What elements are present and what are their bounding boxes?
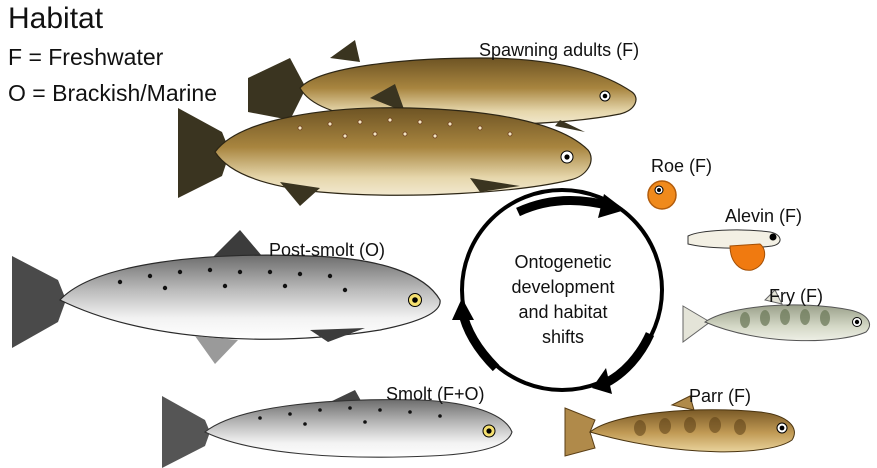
label-spawning-adults: Spawning adults (F) bbox=[479, 40, 639, 60]
cycle-center-text: Ontogenetic development and habitat shif… bbox=[498, 250, 628, 350]
label-post-smolt: Post-smolt (O) bbox=[269, 240, 385, 260]
label-fry: Fry (F) bbox=[769, 286, 823, 306]
label-alevin: Alevin (F) bbox=[725, 206, 802, 226]
label-parr: Parr (F) bbox=[689, 386, 751, 406]
roe-egg bbox=[648, 181, 676, 209]
parr-juvenile bbox=[565, 396, 794, 456]
label-roe: Roe (F) bbox=[651, 156, 712, 176]
label-smolt: Smolt (F+O) bbox=[386, 384, 485, 404]
alevin-larva bbox=[688, 230, 780, 270]
